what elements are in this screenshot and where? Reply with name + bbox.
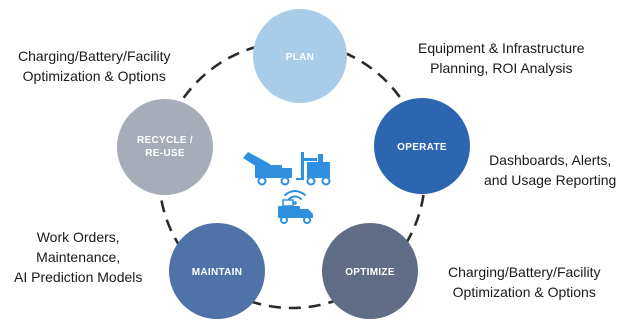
stage-recycle-circle <box>117 99 213 195</box>
stage-plan: PLAN <box>253 9 347 103</box>
description-optimize: Charging/Battery/Facility Optimization &… <box>448 264 601 300</box>
center-icon-group <box>243 152 331 224</box>
stage-plan-label: PLAN <box>286 52 314 63</box>
stage-maintain-circle <box>169 223 265 319</box>
stage-optimize: OPTIMIZE <box>322 223 418 319</box>
stage-maintain-label: MAINTAIN <box>192 267 243 278</box>
stage-recycle-label-line1: RECYCLE / <box>137 135 193 146</box>
stage-optimize-circle <box>322 223 418 319</box>
stage-operate-label: OPERATE <box>397 142 447 153</box>
delivery-van-icon <box>278 199 313 224</box>
stage-optimize-label: OPTIMIZE <box>345 267 395 278</box>
wifi-signal-icon <box>284 190 306 205</box>
stage-recycle-label-line2: RE-USE <box>145 148 185 159</box>
description-plan: Equipment & Infrastructure Planning, ROI… <box>418 40 585 76</box>
forklift-icon <box>296 152 331 186</box>
description-operate: Dashboards, Alerts, and Usage Reporting <box>484 152 617 188</box>
stage-plan-circle <box>253 9 347 103</box>
loader-truck-icon <box>243 152 292 186</box>
stage-operate: OPERATE <box>374 98 470 194</box>
stage-operate-circle <box>374 98 470 194</box>
stage-recycle: RECYCLE / RE-USE <box>117 99 213 195</box>
stage-maintain: MAINTAIN <box>169 223 265 319</box>
description-maintain: Work Orders, Maintenance, AI Prediction … <box>14 229 143 285</box>
description-recycle: Charging/Battery/Facility Optimization &… <box>18 48 171 84</box>
